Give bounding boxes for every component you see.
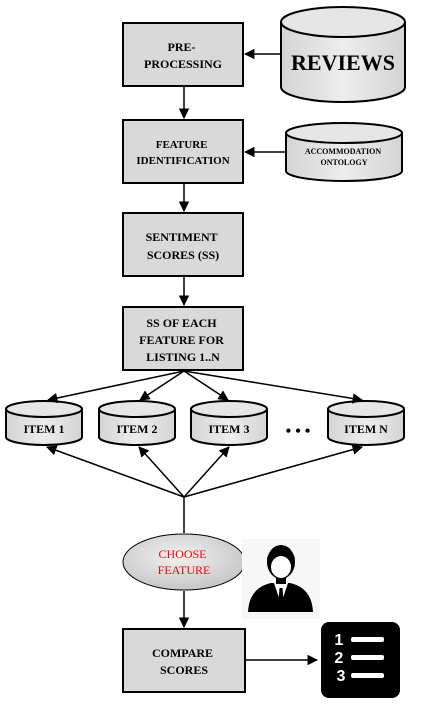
svg-text:COMPARE SCORES: COMPARE SCORES (152, 646, 216, 677)
user-icon (242, 539, 320, 619)
svg-text:ACCOMMODATION ONTOLOGY: ACCOMMODATION ONTOLOGY (305, 147, 383, 167)
arrow-fanout-item-3 (183, 370, 229, 401)
ontology-line-2: ONTOLOGY (321, 158, 368, 167)
item-1-label: ITEM 1 (23, 422, 64, 436)
svg-text:SS OF EACH FEATURE FOR: SS OF EACH FEATURE FOR LISTING 1..N (139, 316, 227, 364)
ss-each-feature-box: SS OF EACH FEATURE FOR LISTING 1..N (122, 306, 244, 371)
sentiment-scores-line-2: SCORES (SS) (147, 248, 219, 262)
svg-text:PRE- PROCESSING: PRE- PROCESSING (144, 40, 222, 71)
choose-feature-line-2: FEATURE (158, 563, 211, 577)
ss-each-feature-line-3: LISTING 1..N (146, 350, 220, 364)
reviews-label: REVIEWS (291, 50, 395, 75)
preprocessing-line-1: PRE- (168, 40, 196, 54)
ss-each-feature-line-2: FEATURE FOR (139, 333, 224, 347)
ellipsis-dots: • • • (286, 423, 311, 440)
arrow-hub-item-3 (183, 446, 230, 498)
arrow-hub-item-1 (46, 445, 185, 498)
svg-text:SENTIMENT SCORES (SS): SENTIMENT SCORES (SS) (146, 230, 221, 262)
connectors (46, 48, 364, 666)
item-3-cylinder: ITEM 3 (190, 400, 268, 446)
sentiment-scores-box: SENTIMENT SCORES (SS) (122, 212, 244, 277)
item-n-label: ITEM N (344, 422, 388, 436)
item-n-cylinder: ITEM N (327, 400, 405, 446)
choose-feature-line-1: CHOOSE (158, 547, 206, 561)
item-1-cylinder: ITEM 1 (5, 400, 83, 446)
reviews-database: REVIEWS (280, 6, 406, 103)
arrow-fanout-item-n (183, 370, 364, 404)
preprocessing-line-2: PROCESSING (144, 57, 222, 71)
svg-text:1 2 3: 1 2 3 (334, 632, 347, 685)
ranked-list-icon: 1 2 3 (321, 622, 400, 698)
sentiment-scores-line-1: SENTIMENT (146, 230, 218, 244)
arrow-fanout-item-2 (139, 370, 185, 401)
compare-scores-line-2: SCORES (160, 663, 208, 677)
svg-text:CHOOSE FEATURE: CHOOSE FEATURE (158, 547, 211, 577)
preprocessing-box: PRE- PROCESSING (122, 22, 244, 87)
arrow-hub-item-2 (138, 446, 185, 498)
svg-text:FEATURE IDENTIFICATION: FEATURE IDENTIFICATION (136, 139, 229, 167)
item-2-label: ITEM 2 (116, 422, 157, 436)
compare-scores-box: COMPARE SCORES (122, 628, 246, 693)
arrow-hub-item-n (183, 444, 364, 498)
feature-identification-box: FEATURE IDENTIFICATION (122, 119, 244, 184)
arrow-fanout-item-1 (46, 370, 185, 404)
item-3-label: ITEM 3 (208, 422, 249, 436)
ontology-database: ACCOMMODATION ONTOLOGY (285, 122, 403, 182)
compare-scores-line-1: COMPARE (152, 646, 213, 660)
choose-feature-ellipse: CHOOSE FEATURE (122, 533, 246, 591)
feature-identification-line-2: IDENTIFICATION (136, 155, 229, 167)
feature-identification-line-1: FEATURE (156, 139, 208, 151)
item-2-cylinder: ITEM 2 (98, 400, 176, 446)
ss-each-feature-line-1: SS OF EACH (146, 316, 217, 330)
ontology-line-1: ACCOMMODATION (305, 147, 382, 156)
